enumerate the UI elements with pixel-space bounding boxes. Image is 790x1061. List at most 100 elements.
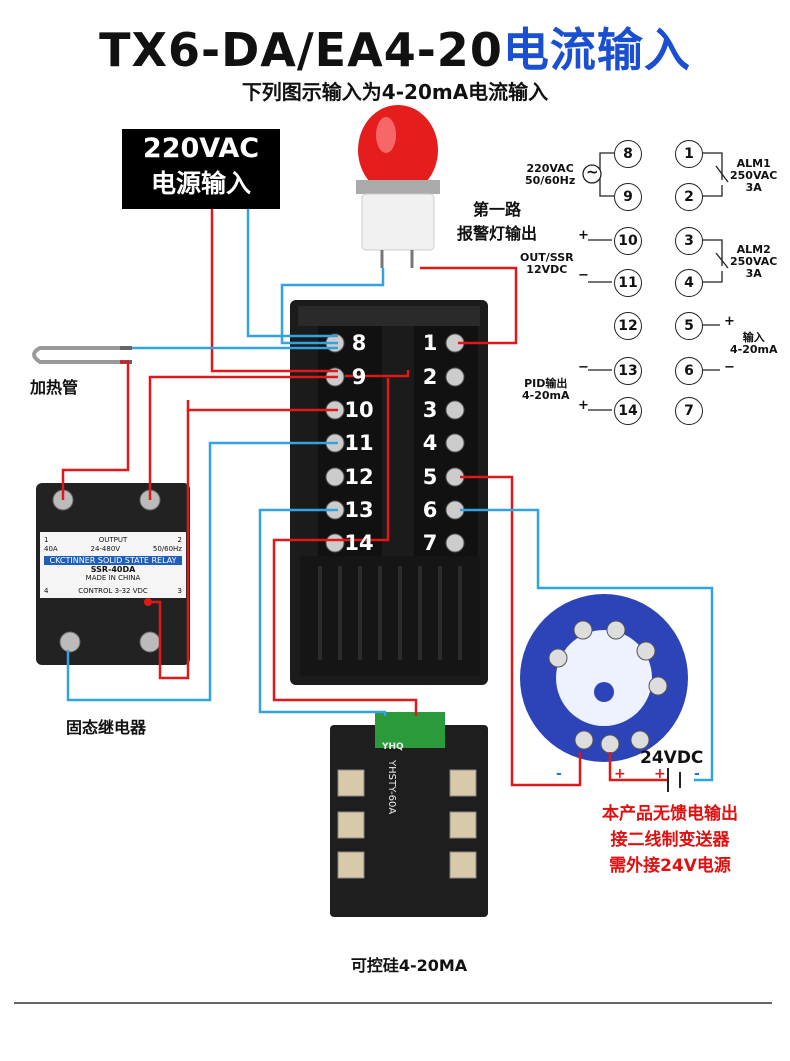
- ssr-faceplate: 1 OUTPUT 2 40A 24-480V 50/60Hz CKCTINNER…: [44, 536, 182, 596]
- terminal-10: 10: [344, 398, 374, 422]
- ssr-brand: CKCTINNER: [49, 556, 96, 565]
- note-line3: 需外接24V电源: [609, 856, 731, 876]
- legend-num-8: 8: [614, 140, 642, 168]
- ssr-term2: 2: [177, 536, 182, 544]
- ssr-term1: 1: [44, 536, 49, 544]
- terminal-8: 8: [351, 331, 367, 355]
- ssr-type: SOLID STATE RELAY: [97, 556, 177, 565]
- ssr-label: 固态继电器: [66, 718, 147, 737]
- right-terminal-column: 1 2 3 4 5 6 7: [414, 330, 446, 556]
- legend-lines: [582, 152, 729, 411]
- transmitter: [520, 594, 688, 762]
- transmitter-note: 本产品无馈电输出 接二线制变送器 需外接24V电源: [580, 801, 760, 879]
- power-voltage: 220VAC: [142, 133, 260, 164]
- solid-state-relay: [36, 483, 190, 665]
- transmitter-minus: -: [556, 766, 562, 782]
- heater: [32, 346, 132, 364]
- ssr-model: SSR-40DA: [90, 565, 136, 574]
- terminal-3: 3: [422, 398, 438, 422]
- ac-tilde-icon: ~: [586, 163, 599, 181]
- terminal-12: 12: [344, 465, 374, 489]
- legend-out: OUT/SSR 12VDC: [520, 252, 574, 276]
- legend-num-7: 7: [675, 397, 703, 425]
- legend-num-5: 5: [675, 312, 703, 340]
- note-line1: 本产品无馈电输出: [602, 804, 738, 824]
- transmitter-plus: +: [614, 766, 626, 782]
- terminal-14: 14: [344, 531, 374, 555]
- alm1-line2: 250VAC: [730, 169, 778, 182]
- power-label: 电源输入: [150, 169, 251, 198]
- alarm-label-line1: 第一路: [472, 200, 521, 219]
- alm2-line2: 250VAC: [730, 255, 778, 268]
- title-model: TX6-DA/EA4-20: [99, 23, 503, 77]
- ssr-term3: 3: [177, 587, 182, 595]
- out-line1: OUT/SSR: [520, 251, 574, 264]
- alm1-line3: 3A: [745, 181, 762, 194]
- left-terminal-column: 8 9 10 11 12 13 14: [343, 330, 375, 556]
- legend-pid: PID输出 4-20mA: [522, 378, 570, 402]
- legend-alm1: ALM1 250VAC 3A: [730, 158, 777, 194]
- heater-label: 加热管: [30, 378, 79, 397]
- ssr-current: 40A: [44, 545, 58, 553]
- battery-plus: +: [654, 766, 666, 782]
- legend-num-14: 14: [614, 397, 642, 425]
- out-line2: 12VDC: [526, 263, 568, 276]
- alm2-line1: ALM2: [736, 243, 771, 256]
- terminal-4: 4: [422, 431, 438, 455]
- pid-minus: −: [578, 360, 589, 375]
- terminal-6: 6: [422, 498, 438, 522]
- terminal-7: 7: [422, 531, 438, 555]
- legend-num-12: 12: [614, 312, 642, 340]
- legend-num-10: 10: [614, 227, 642, 255]
- ac-line1: 220VAC: [526, 162, 574, 175]
- legend-alm2: ALM2 250VAC 3A: [730, 244, 777, 280]
- blue-wires: [66, 197, 714, 782]
- ssr-freq: 50/60Hz: [152, 545, 182, 553]
- ssr-voltage: 24-480V: [90, 545, 121, 553]
- page-title: TX6-DA/EA4-20电流输入: [0, 14, 790, 80]
- out-minus: −: [578, 268, 589, 283]
- legend-input: 输入 4-20mA: [730, 332, 778, 356]
- pid-line1: PID输出: [524, 377, 568, 390]
- ssr-output: OUTPUT: [98, 536, 128, 544]
- scr-model: YHSTY-60A: [386, 760, 397, 815]
- alm1-line1: ALM1: [736, 157, 771, 170]
- alm2-line3: 3A: [745, 267, 762, 280]
- ac-line2: 50/60Hz: [525, 174, 576, 187]
- legend-ac-label: 220VAC 50/60Hz: [525, 163, 575, 187]
- ssr-made-in: MADE IN CHINA: [85, 574, 141, 582]
- legend-num-1: 1: [675, 140, 703, 168]
- ssr-term4: 4: [44, 587, 49, 595]
- input-plus: +: [724, 314, 735, 329]
- scr-module: [330, 712, 488, 917]
- battery-minus: -: [694, 766, 700, 782]
- legend-num-6: 6: [675, 357, 703, 385]
- alarm-output-label: 第一路 报警灯输出: [442, 198, 552, 246]
- page-subtitle: 下列图示输入为4-20mA电流输入: [241, 80, 549, 104]
- legend-num-13: 13: [614, 357, 642, 385]
- alarm-label-line2: 报警灯输出: [456, 224, 537, 243]
- scr-label: 可控硅4-20MA: [350, 956, 468, 975]
- input-line1: 输入: [742, 331, 765, 344]
- terminal-13: 13: [344, 498, 374, 522]
- legend-num-2: 2: [675, 183, 703, 211]
- title-suffix: 电流输入: [502, 23, 691, 77]
- supply-label: 24VDC: [640, 748, 704, 768]
- input-minus: −: [724, 360, 735, 375]
- legend-num-3: 3: [675, 227, 703, 255]
- legend-num-11: 11: [614, 269, 642, 297]
- pid-plus: +: [578, 398, 589, 413]
- terminal-9: 9: [351, 365, 367, 389]
- terminal-1: 1: [422, 331, 438, 355]
- terminal-11: 11: [344, 431, 374, 455]
- red-wires: [61, 197, 668, 787]
- legend-num-4: 4: [675, 269, 703, 297]
- terminal-5: 5: [422, 465, 438, 489]
- pid-line2: 4-20mA: [522, 389, 570, 402]
- terminal-2: 2: [422, 365, 438, 389]
- note-line2: 接二线制变送器: [610, 830, 730, 850]
- legend-num-9: 9: [614, 183, 642, 211]
- out-plus: +: [578, 228, 589, 243]
- ssr-control: CONTROL 3-32 VDC: [78, 587, 148, 595]
